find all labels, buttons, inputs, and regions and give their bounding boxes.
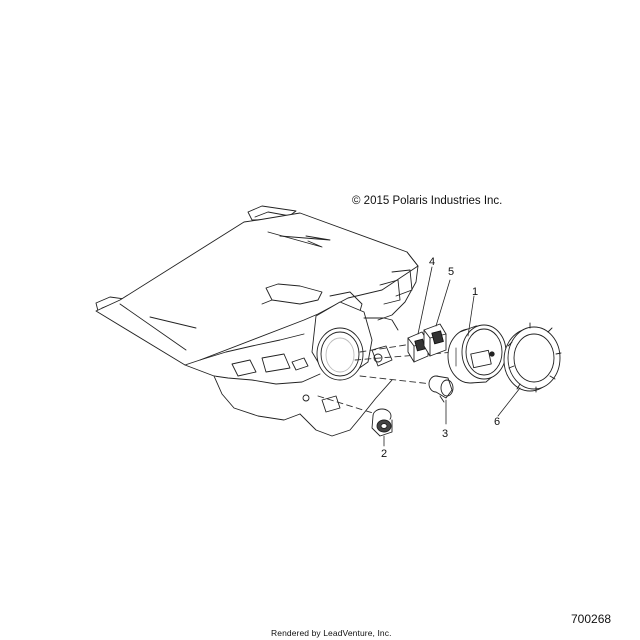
part-power-socket-3 bbox=[428, 375, 454, 403]
callout-6[interactable]: 6 bbox=[493, 416, 501, 428]
part-ignition-switch-2 bbox=[371, 408, 393, 437]
callout-1[interactable]: 1 bbox=[471, 286, 479, 298]
diagram-plate-number: 700268 bbox=[571, 612, 612, 626]
part-rocker-switch-4 bbox=[407, 331, 429, 363]
callout-4[interactable]: 4 bbox=[428, 256, 436, 268]
part-bezel-ring-6 bbox=[503, 322, 562, 393]
callout-5[interactable]: 5 bbox=[447, 266, 455, 278]
dashboard-panel bbox=[95, 205, 419, 437]
callout-leaders bbox=[383, 266, 521, 447]
copyright-text: © 2015 Polaris Industries Inc. bbox=[352, 195, 503, 207]
callout-2[interactable]: 2 bbox=[380, 448, 388, 460]
part-gauge-1 bbox=[447, 324, 507, 384]
footer-credit: Rendered by LeadVenture, Inc. bbox=[271, 628, 392, 638]
callout-3[interactable]: 3 bbox=[441, 428, 449, 440]
part-rocker-switch-5 bbox=[423, 323, 447, 357]
